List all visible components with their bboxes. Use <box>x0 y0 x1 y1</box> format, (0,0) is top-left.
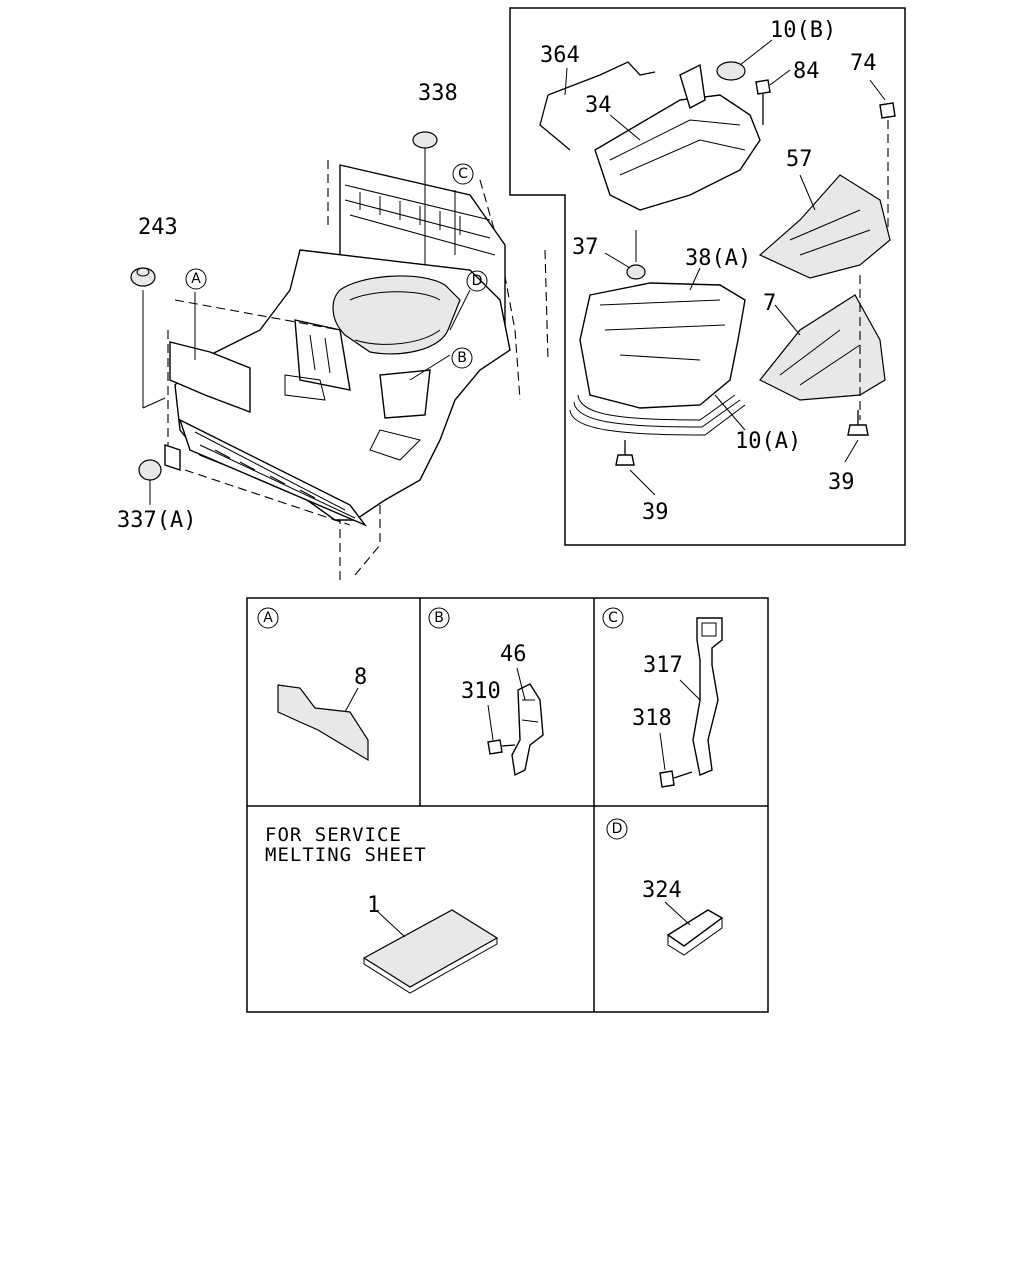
circled-markers: A B C D A B C D <box>185 163 628 840</box>
callout-labels: 338 243 337(A) 364 10(B) 84 74 34 57 37 … <box>117 18 877 918</box>
spare-tire-tray-exploded-view <box>509 7 906 546</box>
callout-310: 310 <box>461 679 501 704</box>
callout-10a: 10(A) <box>735 429 801 454</box>
callout-39-right: 39 <box>828 470 855 495</box>
callout-243: 243 <box>138 215 178 240</box>
marker-a: A <box>191 271 201 287</box>
callout-10b: 10(B) <box>770 18 836 43</box>
marker-c: C <box>458 166 468 182</box>
service-note-line-1: FOR SERVICE <box>265 824 402 846</box>
callout-84: 84 <box>793 59 820 84</box>
floor-assembly-drawing <box>130 131 549 580</box>
callout-57: 57 <box>786 147 813 172</box>
callout-338: 338 <box>418 81 458 106</box>
detail-panels-grid <box>246 597 769 1013</box>
callout-337a: 337(A) <box>117 508 196 533</box>
service-note-line-2: MELTING SHEET <box>265 844 427 866</box>
panel-label-c: C <box>608 610 618 626</box>
marker-b: B <box>457 350 467 366</box>
callout-74: 74 <box>850 51 877 76</box>
callout-46: 46 <box>500 642 527 667</box>
marker-d: D <box>472 273 483 289</box>
callout-8: 8 <box>354 665 367 690</box>
callout-364: 364 <box>540 43 580 68</box>
panel-label-b: B <box>434 610 444 626</box>
panel-label-d: D <box>612 821 623 837</box>
callout-38a: 38(A) <box>685 246 751 271</box>
callout-317: 317 <box>643 653 683 678</box>
callout-318: 318 <box>632 706 672 731</box>
callout-1: 1 <box>367 893 380 918</box>
callout-37: 37 <box>572 235 599 260</box>
callout-324: 324 <box>642 878 682 903</box>
callout-7: 7 <box>763 291 776 316</box>
callout-34: 34 <box>585 93 612 118</box>
callout-39-left: 39 <box>642 500 669 525</box>
panel-label-a: A <box>263 610 273 626</box>
